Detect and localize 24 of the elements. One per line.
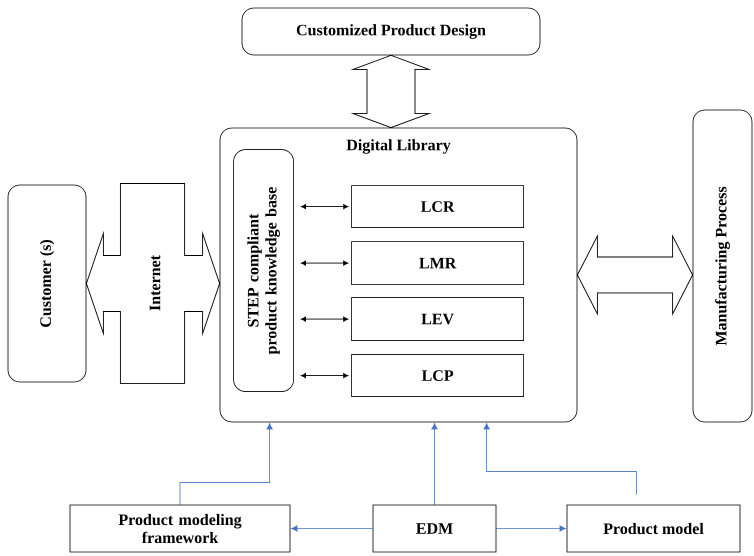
knowledge-base-box: STEP compliant product knowledge base [233, 149, 294, 392]
arrow [431, 423, 438, 505]
customer-box: Customer (s) [8, 184, 86, 382]
arrow [300, 316, 348, 322]
process-box: EDM [372, 504, 496, 552]
arrow [180, 423, 273, 505]
arrow [291, 525, 373, 532]
process-box: Manufacturing Process [692, 110, 752, 422]
process-box: LCP [351, 354, 524, 397]
arrow [300, 373, 348, 378]
arrow [496, 525, 566, 532]
block-arrow [350, 54, 432, 128]
edge-label: Internet [148, 254, 162, 312]
process-box: LEV [351, 297, 524, 341]
block-arrow [576, 234, 694, 316]
process-box: LCR [351, 185, 524, 228]
arrow [484, 423, 637, 495]
arrow [300, 204, 348, 210]
process-box: LMR [351, 241, 524, 285]
block-arrow [86, 183, 220, 384]
arrow [300, 260, 348, 266]
process-box: Product modeling framework [70, 504, 290, 552]
process-box: Customized Product Design [242, 8, 540, 56]
process-box: Product model [566, 504, 740, 552]
